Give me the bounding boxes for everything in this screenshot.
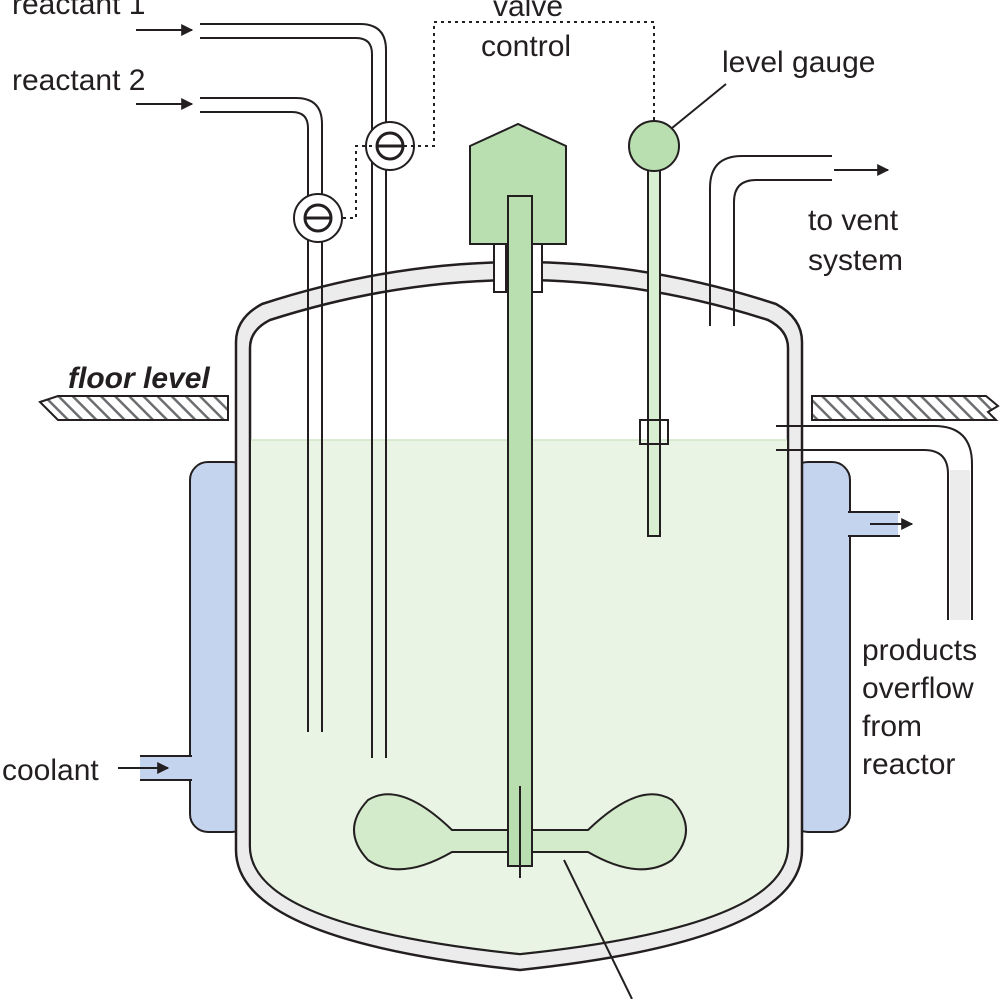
level-gauge [628, 120, 680, 537]
overflow-pipe [776, 425, 973, 620]
stirrer-paddle [353, 793, 687, 871]
vent-pipe [709, 155, 890, 326]
label-vent-line2: system [808, 244, 903, 277]
reactant-2-pipe [136, 97, 323, 732]
label-reactant-2: reactant 2 [12, 64, 145, 97]
label-products-line2: overflow [862, 672, 974, 705]
coolant-inlet-pipe [118, 755, 192, 781]
label-vent-line1: to vent [808, 204, 899, 237]
label-products-line3: from [862, 710, 922, 743]
stirrer-shaft [507, 195, 533, 878]
label-reactant-1: reactant 1 [12, 0, 145, 21]
valve-control-signal-lines [342, 21, 655, 219]
reactant-1-pipe [136, 23, 387, 758]
label-valve-control-line1: valve [493, 0, 563, 23]
floor-slab-right [811, 395, 1000, 421]
coolant-outlet-pipe [848, 511, 914, 537]
stirrer-motor [469, 122, 567, 245]
label-floor-level: floor level [68, 362, 210, 395]
floor-slab-left [38, 395, 229, 421]
label-valve-control-line2: control [481, 30, 571, 63]
label-products-line1: products [862, 634, 977, 667]
label-coolant: coolant [2, 754, 99, 787]
label-products-line4: reactor [862, 748, 955, 781]
valve-reactant-2-icon [293, 193, 343, 243]
paddle-pointer-line [563, 859, 633, 1000]
level-gauge-pointer-line [671, 83, 727, 129]
label-level-gauge: level gauge [722, 46, 875, 79]
